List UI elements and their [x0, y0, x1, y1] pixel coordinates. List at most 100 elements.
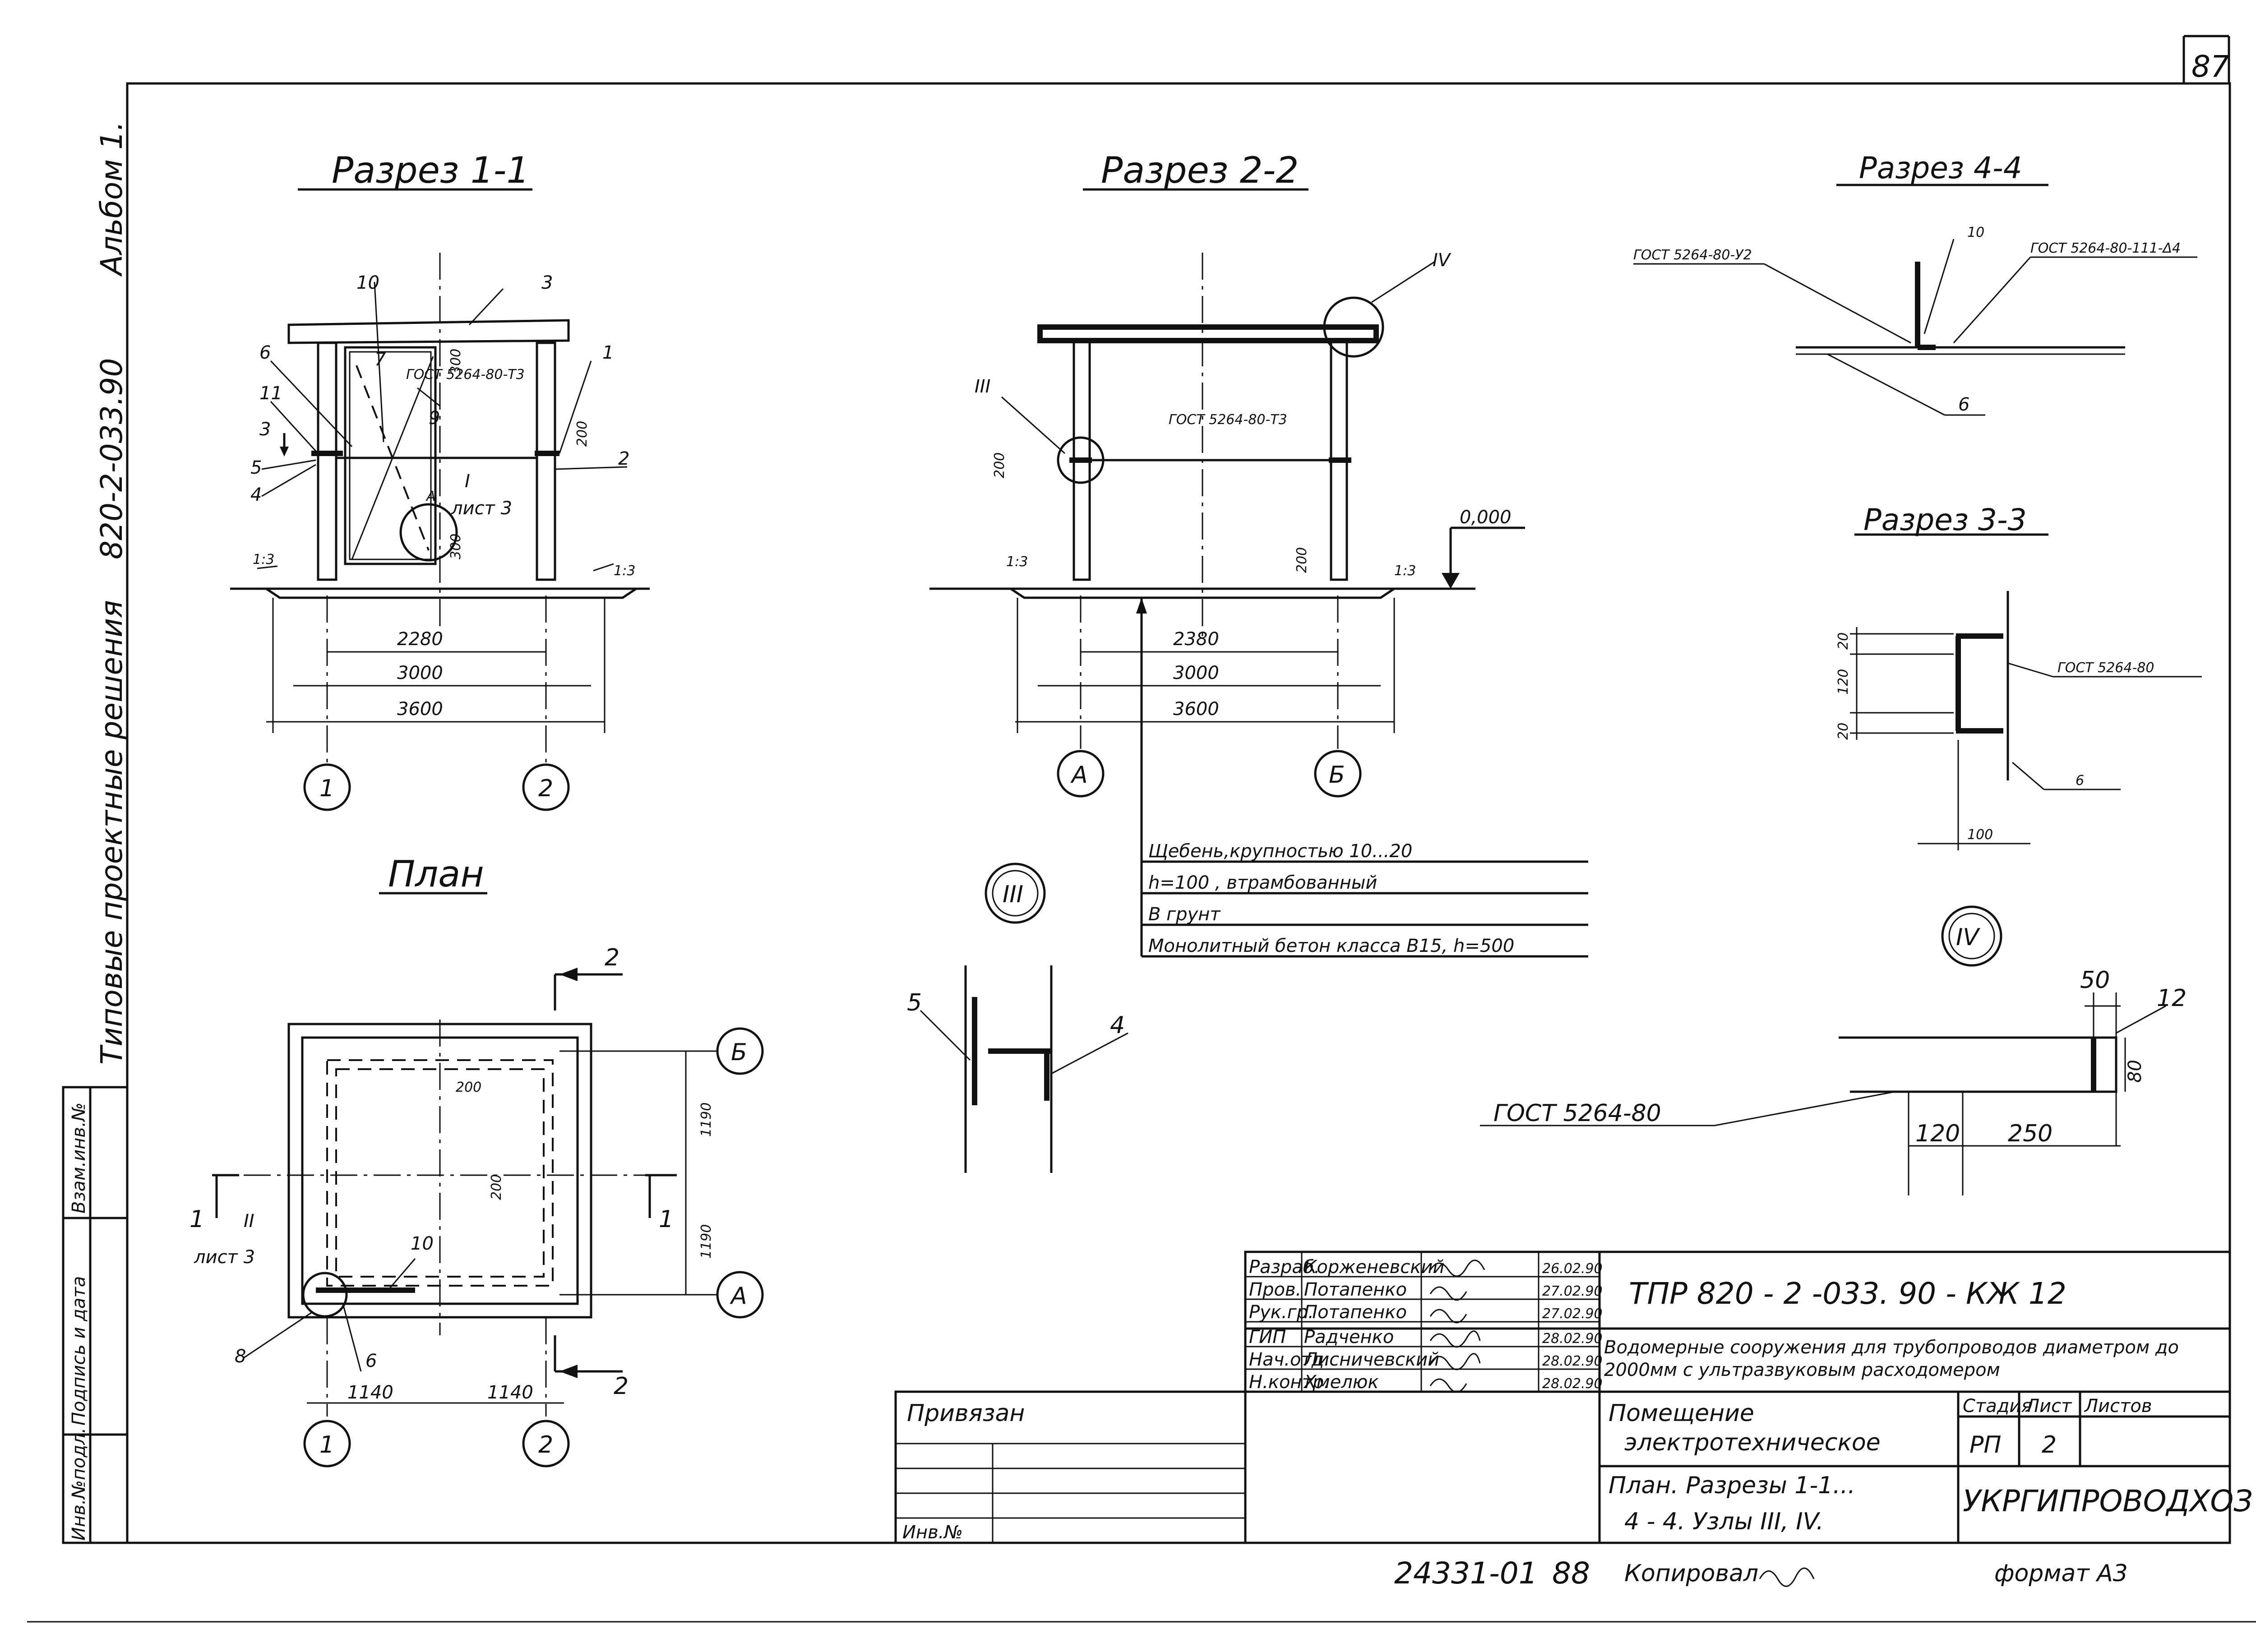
node-ref-i: I — [465, 471, 470, 492]
node-a: А — [425, 489, 436, 504]
tb-page-no: 88 — [1552, 1556, 1590, 1591]
node-iii-title: III — [1003, 881, 1023, 908]
plan-dim-1190-b: 1190 — [698, 1224, 714, 1259]
side-strip: Альбом 1. 820-2-033.90 Типовые проектные… — [62, 121, 129, 1544]
plan-sec-2-top: 2 — [605, 944, 619, 971]
slope-left: 1:3 — [253, 552, 274, 568]
dim-3000: 3000 — [397, 663, 443, 683]
tb-sheet-val: 2 — [2042, 1431, 2057, 1458]
section-1-1: Разрез 1-1 — [230, 149, 650, 811]
dim-3-3-120: 120 — [1835, 669, 1851, 695]
axis-1: 1 — [319, 775, 334, 802]
plan-axis-1: 1 — [319, 1431, 334, 1458]
layer-4: Монолитный бетон класса B15, h=500 — [1148, 936, 1514, 956]
dim-300-top: 300 — [448, 349, 464, 374]
gost-t3-1: ГОСТ 5264-80-Т3 — [406, 367, 525, 383]
slope-right: 1:3 — [614, 563, 635, 579]
tb-doc-code: ТПР 820 - 2 -033. 90 - КЖ 12 — [1629, 1276, 2066, 1311]
plan-lbl-8: 8 — [235, 1346, 246, 1367]
node-iv-80: 80 — [2125, 1060, 2145, 1083]
leader-6: 6 — [259, 342, 271, 363]
tb-org: УКРГИПРОВОДХОЗ — [1963, 1484, 2253, 1518]
dim-300-bottom: 300 — [448, 534, 464, 559]
lbl-4-4-6: 6 — [1958, 394, 1969, 415]
tb-sheets-hdr: Листов — [2084, 1396, 2152, 1417]
slope-right-2: 1:3 — [1394, 563, 1416, 579]
node-iv-gost: ГОСТ 5264-80 — [1493, 1100, 1661, 1127]
plan-title: План — [388, 853, 484, 895]
tb-sheet-2: 4 - 4. Узлы III, IV. — [1624, 1508, 1824, 1535]
plan-dim-1140-b: 1140 — [487, 1382, 533, 1403]
tb-object-2: электротехническое — [1624, 1429, 1881, 1456]
tb-date-0: 26.02.90 — [1542, 1261, 1603, 1277]
gost-t3-2: ГОСТ 5264-80-Т3 — [1169, 412, 1287, 428]
node-iii-5: 5 — [907, 989, 922, 1016]
axis-a: А — [1070, 761, 1088, 789]
tb-archive-no: 24331-01 — [1394, 1556, 1538, 1591]
plan-dim-1190-a: 1190 — [698, 1103, 714, 1137]
tb-date-3: 28.02.90 — [1542, 1331, 1603, 1347]
plan-dim-1140-a: 1140 — [347, 1382, 393, 1403]
dim-3-3-100: 100 — [1967, 827, 1993, 843]
tb-format: формат А3 — [1994, 1560, 2128, 1587]
tb-sheet-1: План. Разрезы 1-1... — [1609, 1472, 1855, 1499]
tb-role-5: Н.контр. — [1249, 1372, 1330, 1393]
tb-role-2: Рук.гр. — [1249, 1302, 1314, 1323]
sec-3-label: 3 — [259, 419, 271, 440]
tb-stage-val: РП — [1969, 1431, 2001, 1458]
layer-3: В грунт — [1148, 904, 1221, 925]
section-2-2: Разрез 2-2 IV III — [929, 149, 1588, 958]
leader-4: 4 — [250, 485, 262, 505]
plan-axis-a: А — [730, 1283, 747, 1310]
tb-name-2: Потапенко — [1304, 1302, 1407, 1323]
dim-200-left: 200 — [992, 452, 1008, 478]
dim-2380: 2380 — [1173, 629, 1219, 650]
signatures — [1429, 1260, 1485, 1393]
axis-2: 2 — [538, 775, 553, 802]
plan-sec-2-bottom: 2 — [614, 1373, 629, 1400]
node-iv-title: IV — [1956, 924, 1980, 951]
leader-10: 10 — [356, 272, 379, 293]
tb-object-1: Помещение — [1609, 1400, 1754, 1427]
node-iv-120: 120 — [1915, 1120, 1960, 1147]
node-ref-sheet: лист 3 — [451, 498, 512, 519]
leader-5: 5 — [250, 457, 262, 478]
plan-view: План 2 2 1 1 II — [190, 853, 764, 1467]
inv-orig-label: Инв.№подл. — [69, 1427, 89, 1541]
plan-axis-2: 2 — [538, 1431, 553, 1458]
leader-2: 2 — [618, 448, 629, 469]
dim-3000-2: 3000 — [1173, 663, 1219, 683]
node-iii-4: 4 — [1110, 1012, 1125, 1039]
axis-b: Б — [1329, 761, 1345, 789]
leader-1: 1 — [602, 342, 614, 363]
tb-role-1: Пров. — [1249, 1279, 1301, 1300]
plan-dim-200-b: 200 — [489, 1174, 504, 1200]
tb-date-1: 27.02.90 — [1542, 1283, 1603, 1299]
node-iv-ref: IV — [1433, 250, 1452, 271]
section-4-4-title: Разрез 4-4 — [1859, 151, 2022, 185]
tb-name-1: Потапенко — [1304, 1279, 1407, 1300]
lbl-4-4-10: 10 — [1967, 225, 1984, 240]
section-4-4: Разрез 4-4 ГОСТ 5264-80-У2 ГОСТ 5264-80-… — [1633, 151, 2197, 416]
node-iv-50: 50 — [2080, 967, 2110, 994]
layer-1: Щебень,крупностью 10...20 — [1148, 841, 1412, 862]
plan-node-ii: II — [244, 1211, 254, 1232]
leader-3: 3 — [541, 272, 553, 293]
tb-role-0: Разраб. — [1249, 1257, 1320, 1278]
section-2-2-title: Разрез 2-2 — [1101, 149, 1299, 191]
dim-3-3-20-bottom: 20 — [1835, 723, 1851, 740]
tb-name-4: Лисничевский — [1303, 1349, 1439, 1370]
node-iii: III 5 4 — [907, 863, 1128, 1173]
gost-4-4-right: ГОСТ 5264-80-111-Δ4 — [2030, 240, 2181, 256]
plan-dim-200-a: 200 — [456, 1080, 481, 1095]
leader-9: 9 — [429, 408, 440, 429]
node-iv-12: 12 — [2157, 985, 2187, 1012]
dim-200-right: 200 — [1294, 547, 1310, 573]
plan-lbl-6: 6 — [365, 1351, 377, 1371]
slope-left-2: 1:3 — [1006, 554, 1028, 570]
tb-role-3: ГИП — [1249, 1327, 1286, 1347]
tb-copied: Копировал — [1624, 1560, 1758, 1587]
plan-lbl-10: 10 — [411, 1233, 434, 1254]
tb-stage-hdr: Стадия — [1963, 1396, 2032, 1417]
